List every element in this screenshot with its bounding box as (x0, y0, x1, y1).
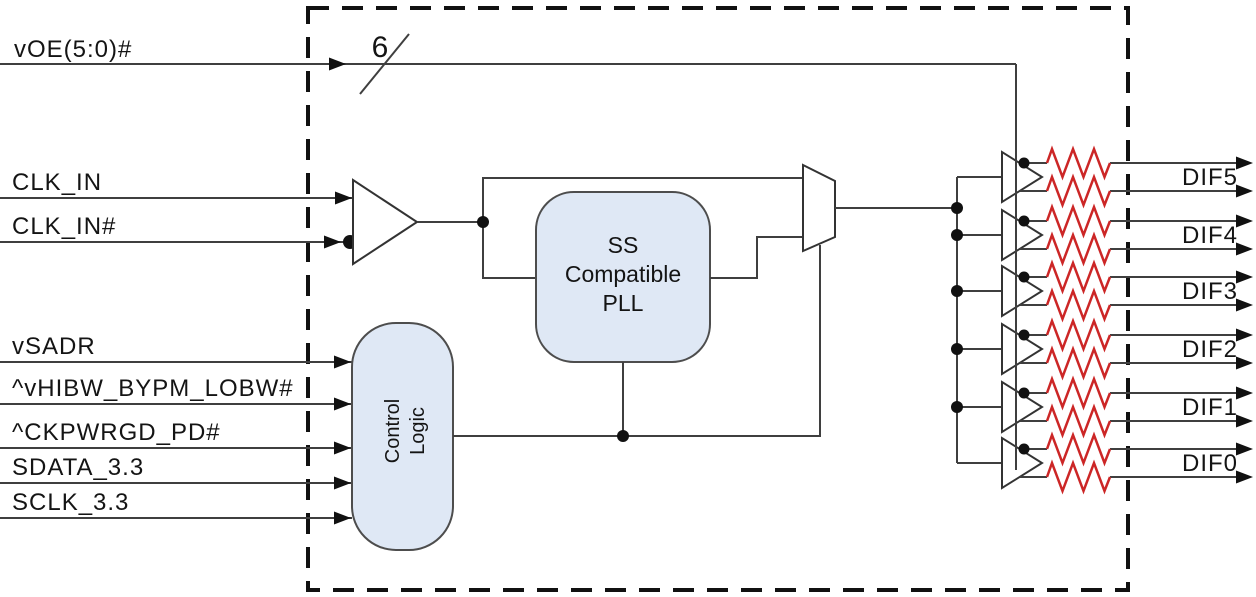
output-label-dif5: DIF5 (1182, 164, 1238, 191)
signal-label-ckpwrgd: ^CKPWRGD_PD# (12, 419, 221, 446)
signal-label-sclk: SCLK_3.3 (12, 489, 129, 516)
arrowhead-dif4-p (1236, 214, 1253, 228)
wire-dif2-pair (1020, 334, 1237, 364)
pll-block-group: SS Compatible PLL (535, 191, 803, 436)
wire-clk-fork (417, 177, 803, 279)
wire-dif4-pair (1020, 220, 1237, 250)
arrowhead-dif5-p (1236, 156, 1253, 170)
junction-dot-tap (1018, 387, 1030, 399)
output-label-dif4: DIF4 (1182, 222, 1238, 249)
bus-width-slash (359, 33, 410, 95)
arrowhead-dif3-p (1236, 270, 1253, 284)
series-resistor (1045, 317, 1112, 353)
series-resistor (1045, 345, 1112, 381)
arrowhead-dif2-n (1236, 356, 1253, 370)
arrowhead-clk-in (335, 191, 352, 205)
series-resistor (1045, 231, 1112, 267)
signal-label-voe: vOE(5:0)# (14, 36, 132, 63)
junction-dot-tap (1018, 271, 1030, 283)
signal-label-vsadr: vSADR (12, 333, 96, 360)
wire-dif0-pair (1020, 448, 1237, 478)
control-logic-group: Control Logic (351, 245, 821, 551)
output-label-dif3: DIF3 (1182, 278, 1238, 305)
signal-label-vhibw: ^vHIBW_BYPM_LOBW# (12, 375, 294, 402)
output-label-dif2: DIF2 (1182, 336, 1238, 363)
series-resistor (1045, 203, 1112, 239)
junction-dot-tap (1018, 157, 1030, 169)
arrowhead-vhibw (334, 397, 351, 411)
series-resistor (1045, 173, 1112, 209)
bus-width-label: 6 (372, 31, 389, 64)
wire-dif1-pair (1020, 392, 1237, 422)
mux-group (802, 163, 957, 253)
series-resistor (1045, 459, 1112, 495)
output-label-dif1: DIF1 (1182, 394, 1238, 421)
output-label-dif0: DIF0 (1182, 450, 1238, 477)
output-buffer-dif2: DIF2 (1001, 317, 1253, 381)
series-resistor (1045, 287, 1112, 323)
junction-dot-tap (1018, 329, 1030, 341)
wire-pll-out (710, 236, 803, 279)
pll-label-line3: PLL (603, 290, 644, 316)
series-resistor (1045, 431, 1112, 467)
series-resistor (1045, 259, 1112, 295)
arrowhead-clk-in-n (324, 235, 341, 249)
wire-dif3-pair (1020, 276, 1237, 306)
signal-label-sdata: SDATA_3.3 (12, 454, 144, 481)
clk-input-buffer (352, 178, 419, 266)
wire-output-bus (956, 176, 1002, 464)
junction-dot-bus-mux (951, 202, 963, 214)
junction-dot-clk-fork (477, 216, 489, 228)
series-resistor (1045, 403, 1112, 439)
arrowhead-dif2-p (1236, 328, 1253, 342)
arrowhead-vsadr (334, 355, 351, 369)
pll-label-line1: SS (608, 232, 639, 258)
output-buffer-dif1: DIF1 (1001, 375, 1253, 439)
control-label-line2: Logic (407, 407, 429, 455)
arrowhead-dif1-p (1236, 386, 1253, 400)
arrowhead-sdata (334, 476, 351, 490)
junction-dot-tap (1018, 215, 1030, 227)
output-buffer-dif4: DIF4 (1001, 203, 1253, 267)
series-resistor (1045, 375, 1112, 411)
clk-input-buffer-group (352, 177, 803, 279)
output-buffer-dif0: DIF0 (1001, 431, 1253, 495)
arrowhead-sclk (334, 511, 351, 525)
arrowhead-voe (329, 57, 346, 71)
junction-dot-bus-dif2 (951, 343, 963, 355)
arrowhead-dif4-n (1236, 242, 1253, 256)
arrowhead-ckpwrgd (334, 441, 351, 455)
junction-dot-bus-dif1 (951, 401, 963, 413)
series-resistor (1045, 145, 1112, 181)
junction-dot-bus-dif4 (951, 229, 963, 241)
mux (802, 163, 836, 253)
signal-label-clk-in: CLK_IN (12, 169, 102, 196)
control-label-line1: Control (382, 399, 404, 463)
input-signals: vOE(5:0)# 6 CLK_IN CLK_IN# vSADR ^vHIBW_… (0, 31, 1016, 525)
junction-dot-tap (1018, 443, 1030, 455)
arrowhead-dif5-n (1236, 184, 1253, 198)
wire-control-to-mux (453, 245, 821, 437)
arrowhead-dif3-n (1236, 298, 1253, 312)
junction-dot-bus-dif3 (951, 285, 963, 297)
arrowhead-dif0-n (1236, 470, 1253, 484)
chip-boundary (306, 6, 1130, 592)
signal-label-clk-in-n: CLK_IN# (12, 213, 116, 240)
pll-label-line2: Compatible (565, 261, 681, 287)
output-bus-group (951, 176, 1002, 464)
output-buffer-dif3: DIF3 (1001, 259, 1253, 323)
arrowhead-dif0-p (1236, 442, 1253, 456)
wire-dif5-pair (1020, 162, 1237, 192)
junction-dot-control-pll (617, 430, 629, 442)
arrowhead-dif1-n (1236, 414, 1253, 428)
output-buffer-dif5: DIF5 (1001, 145, 1253, 209)
